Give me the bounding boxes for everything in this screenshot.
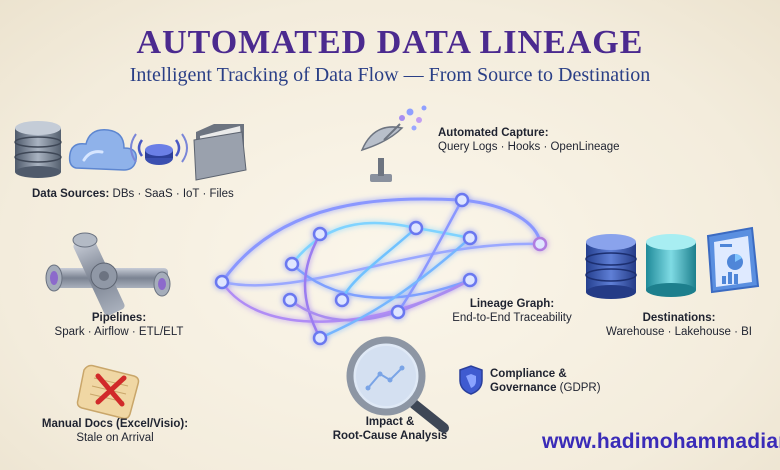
pipelines-title: Pipelines: [91,312,147,324]
lineage-graph-title: Lineage Graph: [469,298,555,310]
page-title: AUTOMATED DATA LINEAGE [136,24,644,61]
data-sources-text: DBs · SaaS · IoT · Files [112,188,234,200]
folder-icon [193,124,247,181]
manual-docs-title: Manual Docs (Excel/Visio): [41,418,189,430]
dashboard-icon [706,226,760,294]
automated-capture-title: Automated Capture: [438,127,549,139]
pipelines-label: Pipelines: Spark · Airflow · ETL/ELT [44,311,194,339]
destinations-label: Destinations: Warehouse · Lakehouse · BI [594,311,764,339]
satellite-dish-icon [360,105,427,182]
destinations-title: Destinations: [642,312,716,324]
automated-capture-label: Automated Capture: Query Logs · Hooks · … [438,126,620,154]
document-x-icon [76,364,140,420]
database-icon [14,121,62,178]
cloud-icon [68,129,137,171]
pipe-junction-icon [45,232,171,316]
destinations-text: Warehouse · Lakehouse · BI [606,326,752,338]
pipelines-text: Spark · Airflow · ETL/ELT [54,326,184,338]
lineage-graph-text: End-to-End Traceability [452,312,572,324]
manual-docs-label: Manual Docs (Excel/Visio): Stale on Arri… [30,417,200,445]
database-icon [585,234,637,299]
data-sources-title: Data Sources: [32,188,110,200]
governance-gdpr: (GDPR) [556,382,601,394]
page-subtitle: Intelligent Tracking of Data Flow — From… [129,64,651,86]
cylinder-icon [646,234,696,297]
iot-sensor-icon [130,133,188,165]
manual-docs-text: Stale on Arrival [76,432,154,444]
root-cause-title: Root-Cause Analysis [332,430,448,442]
shield-icon [459,365,483,395]
impact-label: Impact & Root-Cause Analysis [320,415,460,443]
data-sources-label: Data Sources: DBs · SaaS · IoT · Files [32,187,234,201]
website-url[interactable]: www.hadimohammadian. [542,430,780,453]
automated-capture-text: Query Logs · Hooks · OpenLineage [438,141,620,153]
impact-title: Impact & [365,416,415,428]
lineage-graph-icon [214,192,548,346]
compliance-label: Compliance & Governance (GDPR) [490,367,601,395]
magnifier-icon [346,336,449,433]
lineage-graph-label: Lineage Graph: End-to-End Traceability [432,297,592,325]
compliance-title: Compliance & [490,368,567,380]
governance-title: Governance [490,382,557,394]
